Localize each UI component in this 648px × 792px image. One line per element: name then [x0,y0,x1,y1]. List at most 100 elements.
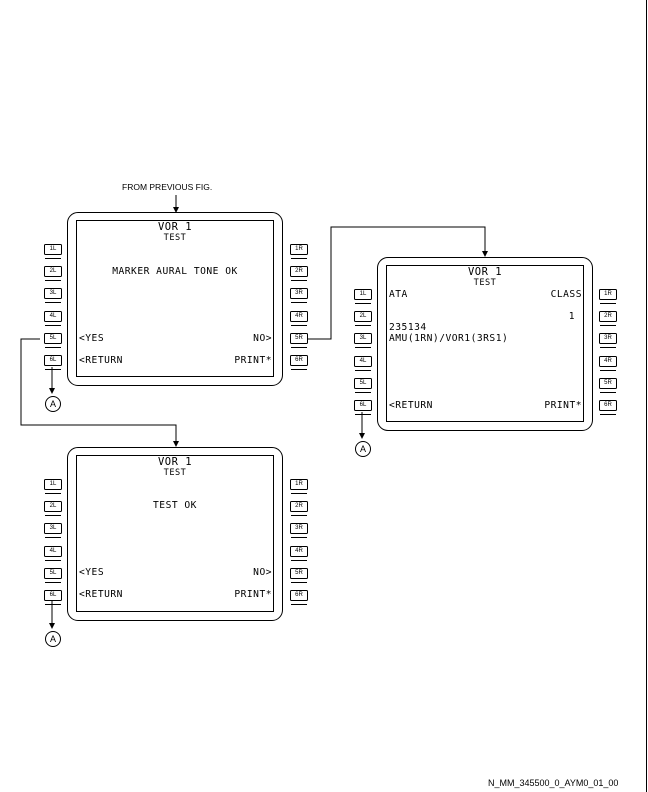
cdu-class-ata-value: 235134 [389,322,427,333]
figure-id: N_MM_345500_0_AYM0_01_00 [488,778,619,788]
cdu-class-ata-label: ATA [389,289,408,300]
cdu-testok-key-5r[interactable]: 5R [290,568,308,579]
cdu-class-key-2r[interactable]: 2R [599,311,617,322]
cdu-testok-key-4r[interactable]: 4R [290,546,308,557]
cdu-testok-key-2l[interactable]: 2L [44,501,62,512]
key-separator [600,414,616,415]
cdu-marker-print[interactable]: PRINT* [234,355,272,366]
key-separator [291,604,307,605]
cdu-class-class-label: CLASS [550,289,582,300]
cdu-marker-subtitle: TEST [163,233,187,243]
key-separator [291,515,307,516]
key-separator [291,258,307,259]
key-separator [291,347,307,348]
key-separator [45,604,61,605]
cdu-marker-bezel [67,212,283,386]
key-separator [355,347,371,348]
cdu-class-key-6r[interactable]: 6R [599,400,617,411]
page-border [646,0,647,792]
key-separator [291,325,307,326]
cdu-class-key-2l[interactable]: 2L [354,311,372,322]
cdu-marker-key-5r[interactable]: 5R [290,333,308,344]
key-separator [291,369,307,370]
key-separator [45,369,61,370]
cdu-class-title: VOR 1 [467,266,503,278]
key-separator [45,493,61,494]
cdu-marker-key-3r[interactable]: 3R [290,288,308,299]
key-separator [600,370,616,371]
cdu-class-key-1r[interactable]: 1R [599,289,617,300]
key-separator [45,280,61,281]
key-separator [45,325,61,326]
cdu-class-screen [386,265,584,422]
cdu-class-key-4r[interactable]: 4R [599,356,617,367]
cdu-testok-return[interactable]: <RETURN [79,589,123,600]
key-separator [355,392,371,393]
from-previous-caption: FROM PREVIOUS FIG. [122,182,213,192]
cdu-class-return[interactable]: <RETURN [389,400,433,411]
cdu-marker-key-4r[interactable]: 4R [290,311,308,322]
cdu-marker-key-1l[interactable]: 1L [44,244,62,255]
cdu-testok-key-1l[interactable]: 1L [44,479,62,490]
key-separator [45,302,61,303]
key-separator [355,414,371,415]
arrow-5r-to-class [306,226,488,340]
cdu-marker-key-6r[interactable]: 6R [290,355,308,366]
connector-a-1: A [45,396,61,412]
cdu-marker-key-5l[interactable]: 5L [44,333,62,344]
cdu-class-key-4l[interactable]: 4L [354,356,372,367]
cdu-class-fault: AMU(1RN)/VOR1(3RS1) [389,333,509,344]
key-separator [45,258,61,259]
cdu-marker-no[interactable]: NO> [253,333,272,344]
key-separator [291,537,307,538]
cdu-testok-key-1r[interactable]: 1R [290,479,308,490]
cdu-testok-key-3r[interactable]: 3R [290,523,308,534]
cdu-testok-key-3l[interactable]: 3L [44,523,62,534]
cdu-class-key-5r[interactable]: 5R [599,378,617,389]
cdu-class-key-1l[interactable]: 1L [354,289,372,300]
cdu-testok-yes[interactable]: <YES [79,567,105,578]
key-separator [291,560,307,561]
cdu-testok-title: VOR 1 [157,456,193,468]
cdu-marker-yes[interactable]: <YES [79,333,105,344]
cdu-testok-key-2r[interactable]: 2R [290,501,308,512]
cdu-marker-key-2l[interactable]: 2L [44,266,62,277]
connector-a-3: A [355,441,371,457]
cdu-class-print[interactable]: PRINT* [544,400,582,411]
cdu-marker-title: VOR 1 [157,221,193,233]
cdu-class-key-5l[interactable]: 5L [354,378,372,389]
cdu-class-key-3l[interactable]: 3L [354,333,372,344]
cdu-testok-print[interactable]: PRINT* [234,589,272,600]
key-separator [45,582,61,583]
cdu-testok-bezel [67,447,283,621]
cdu-marker-key-2r[interactable]: 2R [290,266,308,277]
cdu-marker-message: MARKER AURAL TONE OK [112,266,238,277]
key-separator [600,325,616,326]
arrow-5l-to-testok [20,338,179,447]
cdu-marker-key-3l[interactable]: 3L [44,288,62,299]
cdu-testok-screen [76,455,274,612]
key-separator [600,392,616,393]
key-separator [291,302,307,303]
cdu-testok-key-4l[interactable]: 4L [44,546,62,557]
key-separator [45,537,61,538]
key-separator [45,515,61,516]
connector-a-2: A [45,631,61,647]
cdu-marker-key-4l[interactable]: 4L [44,311,62,322]
cdu-class-key-3r[interactable]: 3R [599,333,617,344]
cdu-testok-key-6l[interactable]: 6L [44,590,62,601]
key-separator [355,325,371,326]
cdu-testok-no[interactable]: NO> [253,567,272,578]
key-separator [355,303,371,304]
key-separator [355,370,371,371]
cdu-marker-return[interactable]: <RETURN [79,355,123,366]
key-separator [45,347,61,348]
cdu-class-bezel [377,257,593,431]
cdu-marker-key-1r[interactable]: 1R [290,244,308,255]
cdu-marker-key-6l[interactable]: 6L [44,355,62,366]
cdu-class-key-6l[interactable]: 6L [354,400,372,411]
key-separator [600,303,616,304]
cdu-testok-key-5l[interactable]: 5L [44,568,62,579]
cdu-testok-key-6r[interactable]: 6R [290,590,308,601]
key-separator [45,560,61,561]
